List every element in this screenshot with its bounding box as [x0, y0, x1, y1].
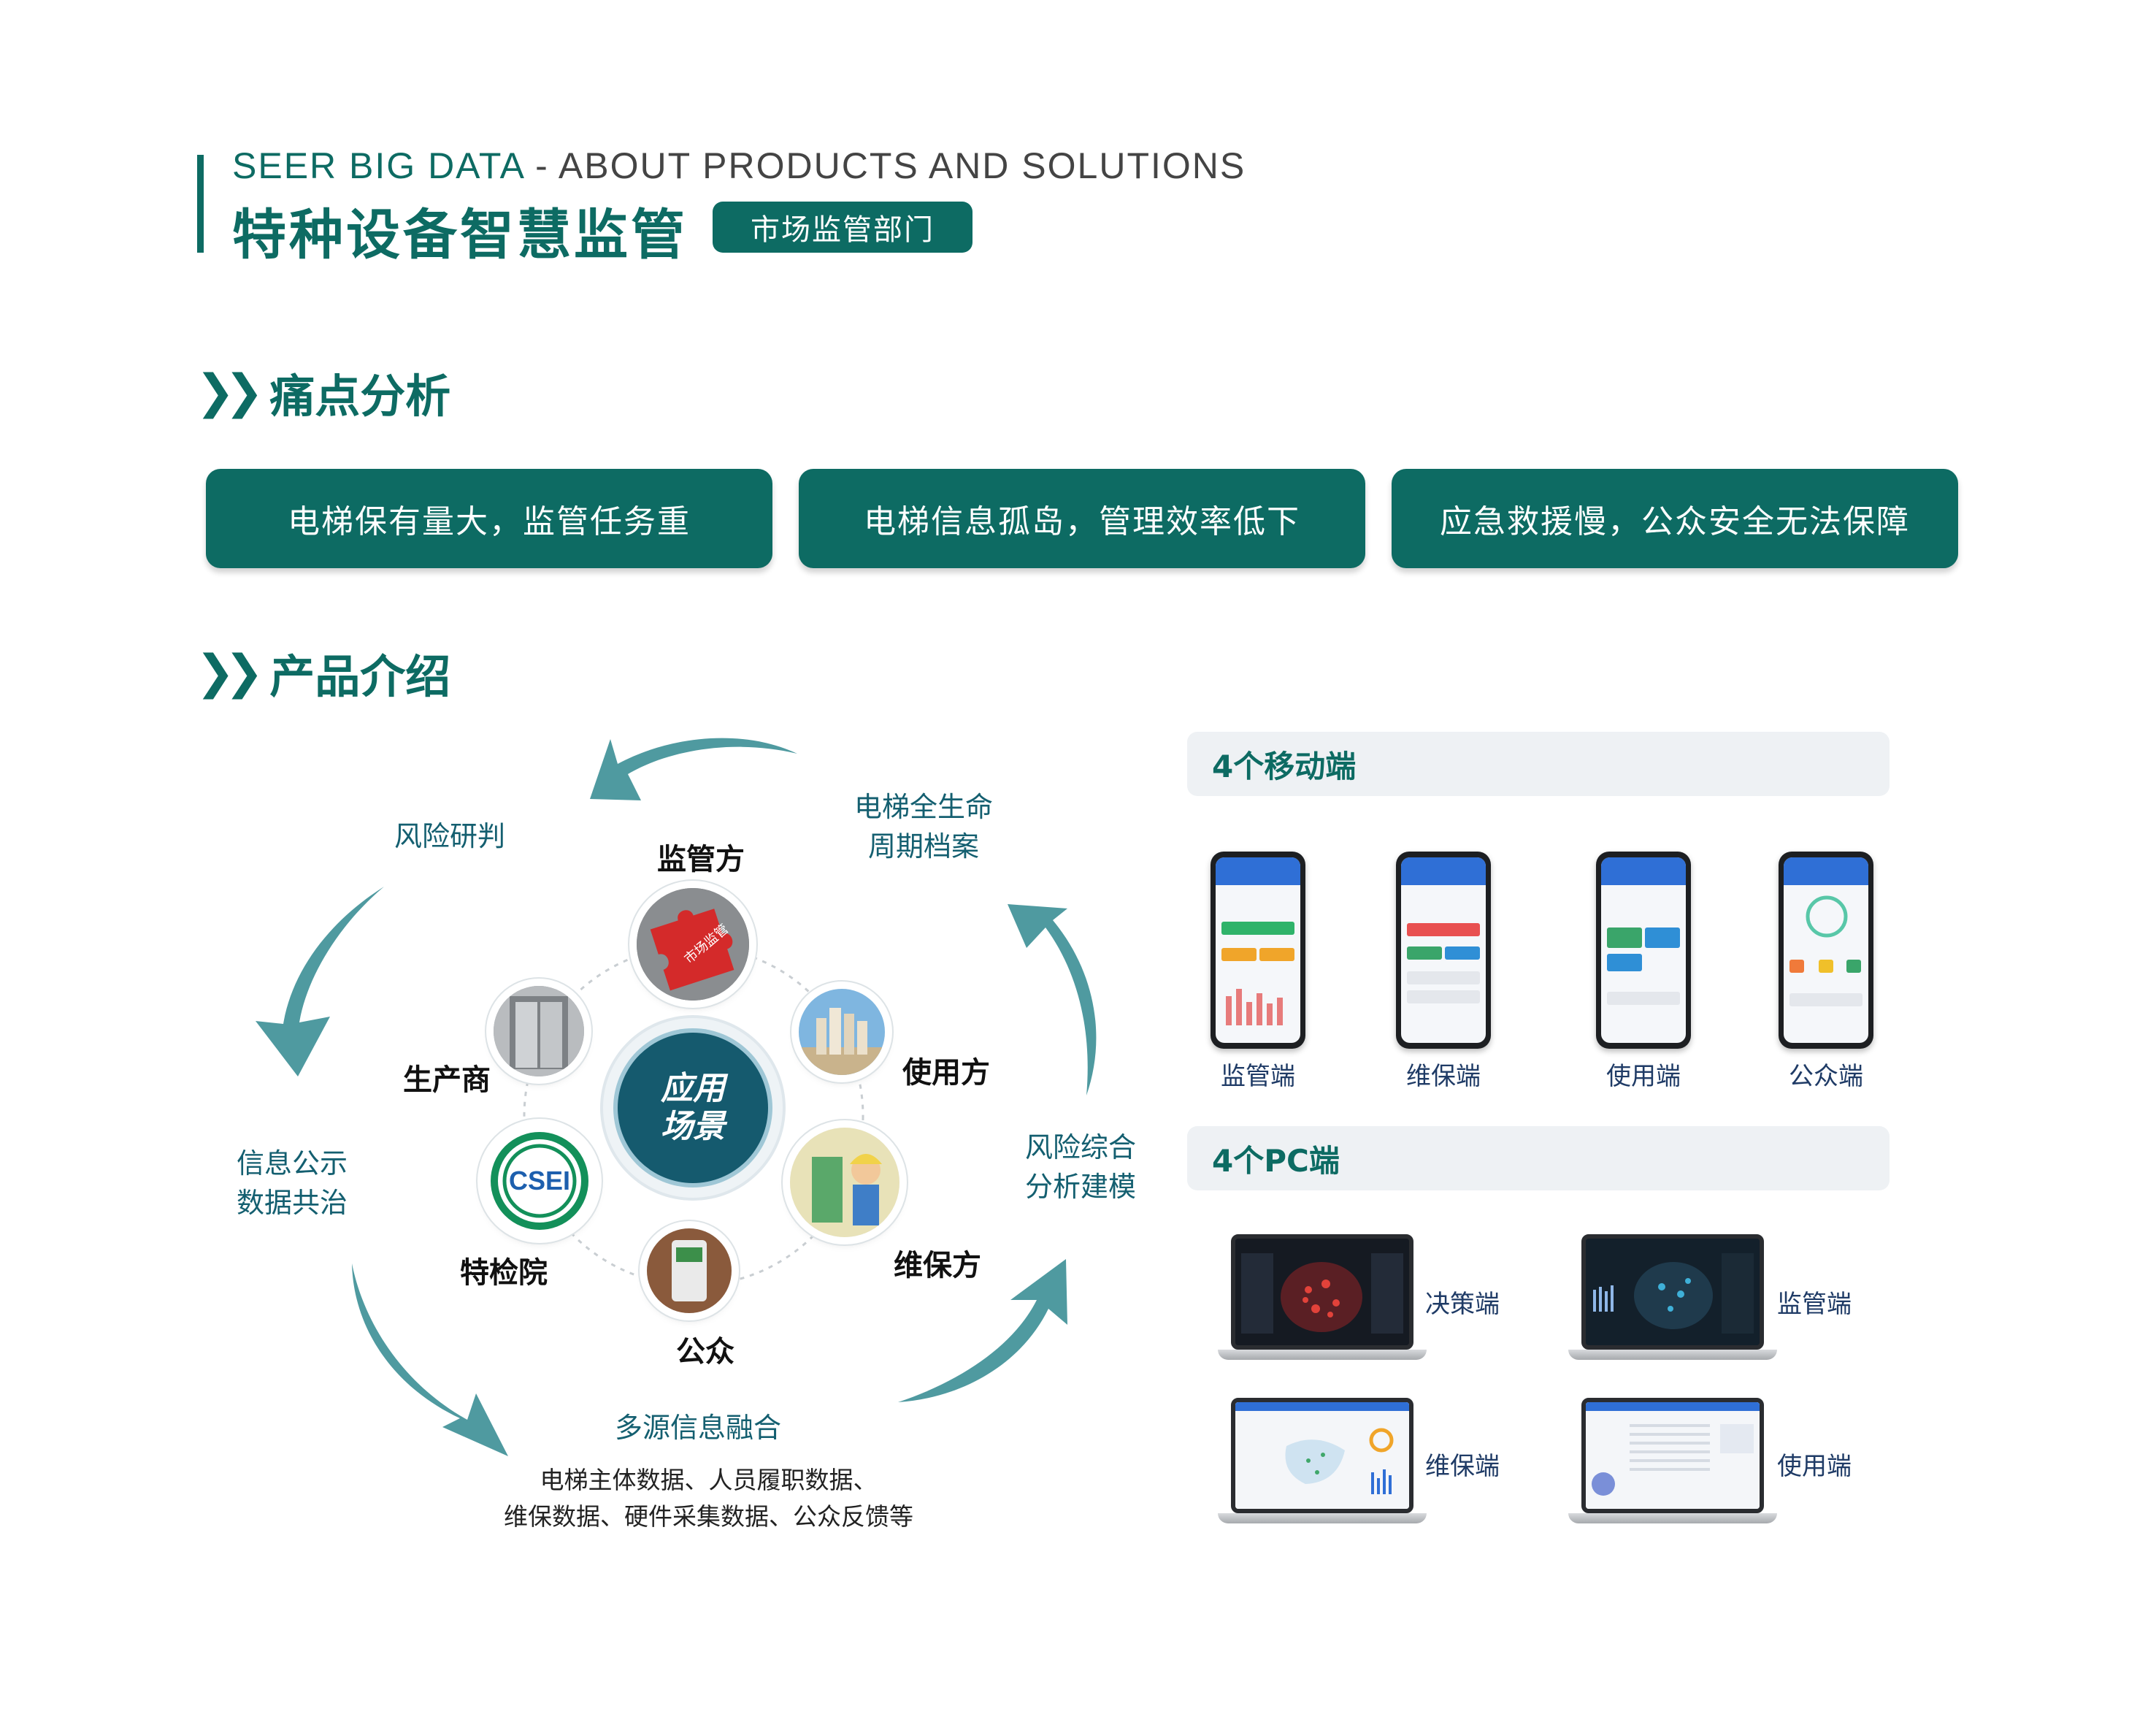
public-phone-image — [647, 1228, 732, 1313]
application-scene-center: 应用 场景 — [618, 1033, 768, 1183]
csei-text: CSEI — [509, 1166, 570, 1196]
header-english-title: SEER BIG DATA - ABOUT PRODUCTS AND SOLUT… — [232, 145, 1246, 187]
role-regulator: 监管方 — [657, 843, 745, 876]
laptop-screen — [1231, 1398, 1413, 1513]
label-risk-analysis: 风险综合 分析建模 — [1025, 1128, 1136, 1206]
laptop-screen — [1581, 1398, 1764, 1513]
double-chevron-icon: ❯❯ — [196, 365, 264, 419]
label-risk-analysis-line-1: 风险综合 — [1025, 1131, 1137, 1163]
cycle-arrow-right — [1008, 904, 1097, 1095]
label-risk-judgement: 风险研判 — [394, 820, 506, 852]
pain-section-heading: ❯❯ 痛点分析 — [196, 359, 450, 425]
pc-laptop-decision — [1218, 1234, 1427, 1360]
label-lifecycle-line-1: 电梯全生命 — [854, 791, 994, 823]
role-user: 使用方 — [902, 1056, 990, 1090]
pain-section-title: 痛点分析 — [269, 370, 451, 423]
pain-point-card: 电梯保有量大，监管任务重 — [206, 469, 772, 568]
maintenance-worker-icon — [790, 1128, 899, 1237]
mobile-caption: 维保端 — [1406, 1062, 1481, 1091]
role-public: 公众 — [676, 1335, 734, 1369]
label-disclosure: 信息公示 数据共治 — [237, 1144, 348, 1223]
label-disclosure-line-2: 数据共治 — [237, 1187, 348, 1219]
dark-dashboard-map — [1235, 1239, 1409, 1345]
light-dashboard — [1586, 1402, 1760, 1509]
inspector-csei-logo: CSEI — [485, 1126, 594, 1236]
pc-laptop-user — [1568, 1398, 1777, 1523]
elevator-icon — [494, 986, 584, 1076]
mobile-phone-maintainer — [1396, 852, 1491, 1049]
user-building-image — [799, 989, 885, 1075]
pc-caption: 使用端 — [1777, 1452, 1852, 1481]
score-gauge-icon — [1806, 895, 1848, 938]
product-section-heading: ❯❯ 产品介绍 — [196, 640, 450, 705]
csei-logo-icon: CSEI — [491, 1132, 588, 1230]
phone-in-hand-icon — [647, 1228, 732, 1313]
brand-name: SEER BIG DATA — [232, 145, 524, 186]
mobile-phone-public — [1779, 852, 1873, 1049]
building-icon — [799, 989, 885, 1075]
double-chevron-icon: ❯❯ — [196, 646, 264, 700]
laptop-base — [1218, 1513, 1427, 1523]
department-tag: 市场监管部门 — [713, 202, 972, 253]
product-section-title: 产品介绍 — [269, 650, 451, 703]
mobile-phone-user — [1596, 852, 1691, 1049]
cycle-arrow-top — [590, 738, 797, 800]
data-sources-line-2: 维保数据、硬件采集数据、公众反馈等 — [504, 1502, 913, 1531]
regulator-puzzle-image: 市场监管 — [637, 888, 749, 1001]
mobile-caption: 使用端 — [1606, 1062, 1681, 1091]
pc-panel-header: 4个PC端 — [1187, 1126, 1890, 1190]
pain-point-card: 应急救援慢，公众安全无法保障 — [1392, 469, 1958, 568]
role-manufacturer: 生产商 — [403, 1063, 491, 1097]
page-title: 特种设备智慧监管 — [232, 204, 688, 267]
manufacturer-elevator-image — [494, 986, 584, 1076]
center-line-2: 场景 — [661, 1108, 725, 1145]
pc-caption: 维保端 — [1425, 1452, 1500, 1481]
light-dashboard — [1235, 1402, 1409, 1509]
mobile-panel-header: 4个移动端 — [1187, 732, 1890, 796]
cycle-arrow-bottom-right — [898, 1259, 1067, 1402]
laptop-base — [1218, 1350, 1427, 1360]
data-sources-line-1: 电梯主体数据、人员履职数据、 — [540, 1466, 878, 1494]
header-subtitle: - ABOUT PRODUCTS AND SOLUTIONS — [523, 145, 1246, 186]
label-risk-analysis-line-2: 分析建模 — [1025, 1171, 1137, 1203]
pc-caption: 决策端 — [1425, 1290, 1500, 1319]
cycle-arrow-bottom-left — [352, 1263, 508, 1456]
puzzle-icon: 市场监管 — [637, 888, 749, 1001]
label-multisource-fusion: 多源信息融合 — [615, 1412, 782, 1444]
mobile-caption: 公众端 — [1789, 1062, 1863, 1091]
label-lifecycle-archive: 电梯全生命 周期档案 — [854, 787, 993, 866]
laptop-screen — [1581, 1234, 1764, 1350]
laptop-screen — [1231, 1234, 1413, 1350]
pc-laptop-maintainer — [1218, 1398, 1427, 1523]
data-sources-text: 电梯主体数据、人员履职数据、 维保数据、硬件采集数据、公众反馈等 — [504, 1462, 913, 1535]
label-disclosure-line-1: 信息公示 — [237, 1147, 348, 1179]
dark-dashboard-map — [1586, 1239, 1760, 1345]
pc-caption: 监管端 — [1777, 1290, 1852, 1319]
pain-point-card: 电梯信息孤岛，管理效率低下 — [799, 469, 1365, 568]
maintainer-cartoon-image — [790, 1128, 899, 1237]
role-inspector: 特检院 — [460, 1256, 548, 1290]
pc-laptop-regulator — [1568, 1234, 1777, 1360]
mobile-phone-regulator — [1211, 852, 1305, 1049]
role-maintainer: 维保方 — [894, 1249, 981, 1282]
center-line-1: 应用 — [661, 1070, 725, 1107]
laptop-base — [1568, 1350, 1777, 1360]
laptop-base — [1568, 1513, 1777, 1523]
label-lifecycle-line-2: 周期档案 — [868, 830, 980, 862]
bar-chart-icon — [1226, 989, 1283, 1025]
header-accent-bar — [197, 155, 204, 253]
mobile-caption: 监管端 — [1221, 1062, 1295, 1091]
cycle-arrow-left — [256, 887, 384, 1076]
